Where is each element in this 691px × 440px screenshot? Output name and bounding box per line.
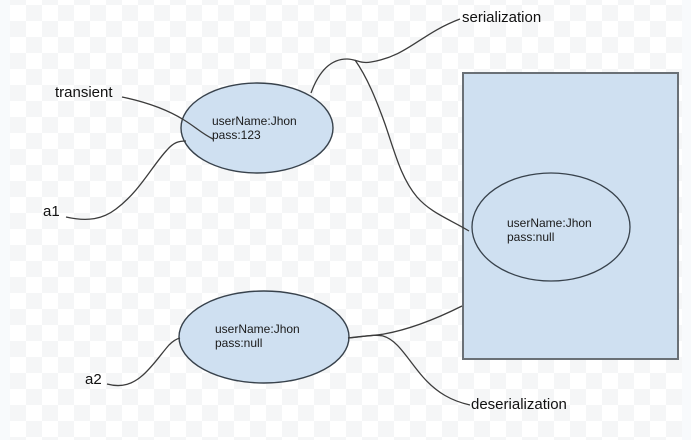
connector-deserialization-label-line	[347, 334, 471, 406]
object-a2-ellipse	[178, 290, 350, 384]
label-a1: a1	[43, 203, 60, 220]
connector-serialization-edge	[354, 59, 470, 232]
object-a2-pass: pass:null	[215, 336, 263, 350]
connector-transient-line	[121, 96, 214, 140]
object-a2-text: userName:Jhon pass:null	[215, 322, 300, 350]
connector-a2-line	[106, 337, 181, 387]
object-a1-pass: pass:123	[212, 128, 261, 142]
connector-a1-line	[65, 140, 187, 220]
object-a1-ellipse	[180, 82, 334, 174]
label-serialization: serialization	[462, 9, 542, 26]
canvas-right-edge	[682, 0, 691, 440]
object-a1-text: userName:Jhon pass:123	[212, 114, 297, 142]
object-a2-username: userName:Jhon	[215, 322, 300, 336]
label-a2: a2	[85, 371, 102, 388]
serialized-object-pass: pass:null	[507, 230, 555, 244]
connector-deserialization-edge	[347, 305, 463, 339]
serialized-object-username: userName:Jhon	[507, 216, 592, 230]
serialized-object-text: userName:Jhon pass:null	[507, 216, 592, 244]
serialized-object-ellipse	[471, 172, 631, 282]
canvas-left-edge	[0, 0, 10, 440]
object-a1-username: userName:Jhon	[212, 114, 297, 128]
serialized-container-rect	[462, 72, 679, 360]
connector-serialization-label-line	[310, 18, 461, 94]
label-deserialization: deserialization	[471, 396, 567, 413]
label-transient: transient	[55, 84, 113, 101]
